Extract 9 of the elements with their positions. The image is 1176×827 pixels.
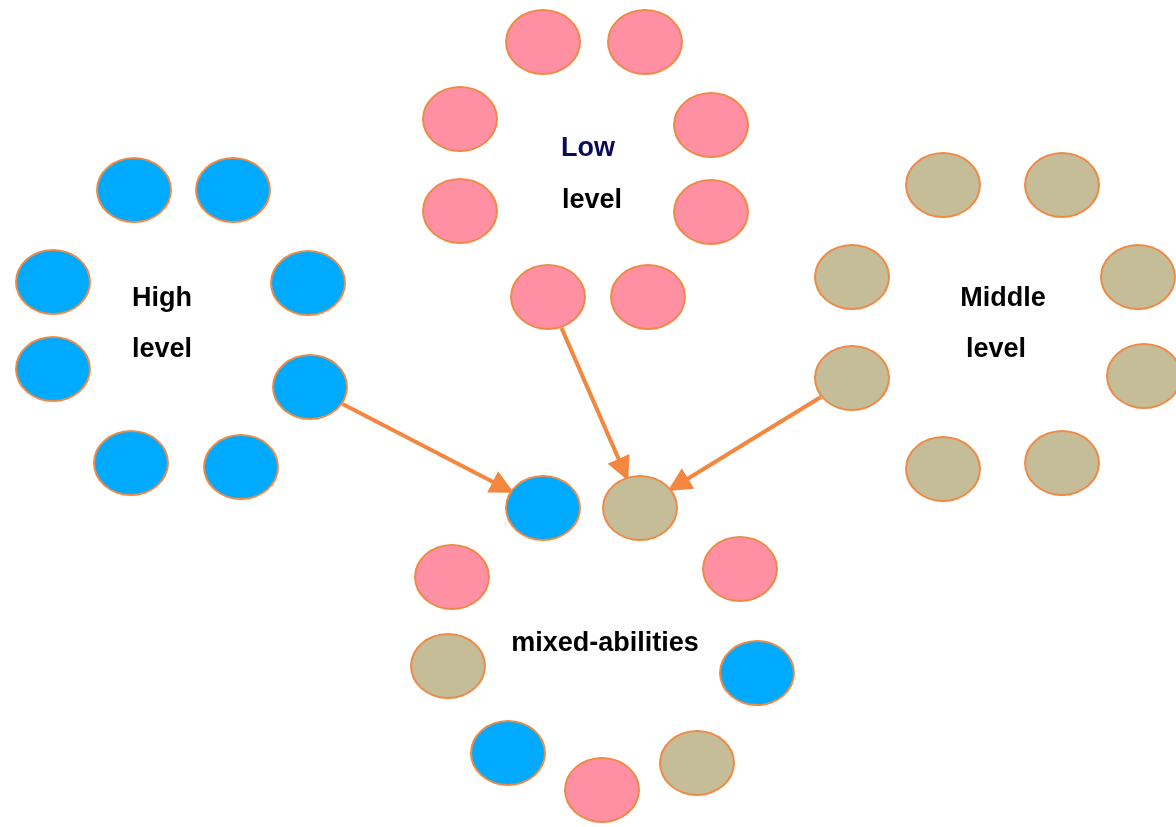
group-label: Low <box>561 131 615 163</box>
group-label: Middle <box>960 281 1046 313</box>
arrow <box>667 395 822 492</box>
group-label: level <box>131 332 193 364</box>
group-label: mixed-abilities <box>511 626 699 658</box>
group-label: level <box>561 183 623 215</box>
group-label: level <box>965 332 1027 364</box>
circle-node <box>1106 343 1176 409</box>
group-label: High <box>132 281 192 313</box>
